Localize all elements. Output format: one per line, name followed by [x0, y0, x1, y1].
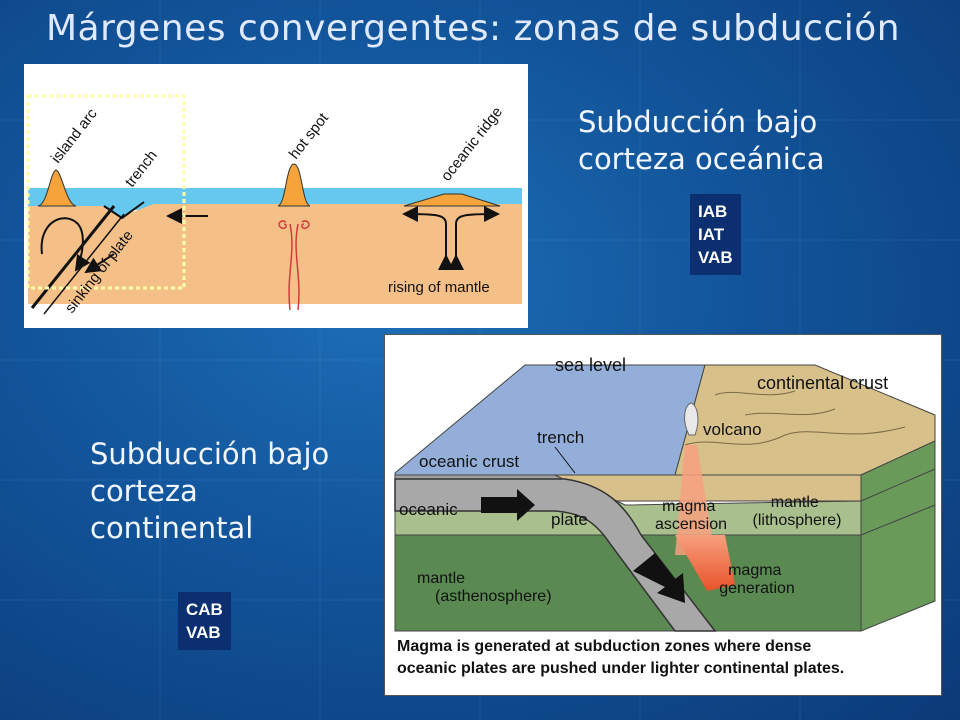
label-trench: trench — [122, 147, 161, 190]
label-volcano: volcano — [703, 420, 762, 439]
label-island-arc: island arc — [48, 105, 101, 166]
label-trench: trench — [537, 428, 584, 447]
subtitle-continental-line-2: corteza — [90, 474, 198, 508]
subtitle-oceanic-line-2: corteza oceánica — [578, 142, 825, 176]
label-oceanic-crust: oceanic crust — [419, 452, 519, 471]
hot-spot-shape — [277, 163, 311, 207]
mantle-plume — [288, 223, 300, 311]
tag-oceanic-item: IAT — [698, 225, 725, 244]
sinking-arrow — [633, 553, 685, 603]
highlight-box — [26, 94, 186, 290]
label-oceanic-ridge: oceanic ridge — [438, 104, 506, 185]
subtitle-oceanic: Subducción bajo corteza oceánica — [578, 104, 825, 178]
block-side-face — [860, 440, 936, 632]
plate-motion-arrow — [481, 489, 535, 521]
tag-continental-item: CAB — [186, 600, 223, 619]
label-oceanic: oceanic — [399, 500, 458, 519]
subducting-plate — [394, 478, 717, 632]
tag-oceanic-item: VAB — [698, 248, 733, 267]
magma-generation-zone — [675, 535, 735, 591]
label-hot-spot: hot spot — [286, 109, 333, 162]
subtitle-continental-line-1: Subducción bajo — [90, 437, 330, 471]
label-plate: plate — [551, 510, 588, 529]
tag-continental-item: VAB — [186, 623, 221, 642]
subtitle-oceanic-line-1: Subducción bajo — [578, 105, 818, 139]
label-mantle-asthenosphere-line: mantle — [417, 570, 465, 587]
subtitle-continental: Subducción bajo corteza continental — [90, 436, 329, 547]
label-magma-generation-line: generation — [719, 580, 795, 597]
tag-oceanic: IAB IAT VAB — [690, 194, 741, 275]
label-magma-ascension: magma ascension — [655, 498, 727, 533]
mantle-layer — [28, 204, 522, 304]
subtitle-continental-line-3: continental — [90, 511, 254, 545]
label-sea-level: sea level — [555, 355, 626, 375]
label-mantle-asthenosphere-line: (asthenosphere) — [435, 588, 552, 605]
label-magma-generation-line: magma — [728, 562, 781, 579]
caption: Magma is generated at subduction zones w… — [397, 638, 844, 677]
tag-oceanic-item: IAB — [698, 202, 728, 221]
label-mantle-asthenosphere: mantle (asthenosphere) — [417, 570, 552, 605]
label-magma-ascension-line: ascension — [655, 516, 727, 533]
island-arc-shape — [37, 169, 77, 207]
caption-line: Magma is generated at subduction zones w… — [397, 638, 811, 655]
magma-ascension-zone — [675, 445, 715, 555]
label-mantle-lithosphere: mantle (lithosphere) — [753, 494, 842, 529]
label-rising-of-mantle: rising of mantle — [388, 279, 490, 296]
label-magma-generation: magma generation — [719, 562, 795, 597]
caption-line: oceanic plates are pushed under lighter … — [397, 660, 844, 677]
slide-title: Márgenes convergentes: zonas de subducci… — [46, 8, 901, 49]
label-continental-crust: continental crust — [757, 373, 888, 393]
oceanic-ridge-shape — [403, 193, 501, 207]
volcano-plume — [684, 402, 699, 436]
tag-continental: CAB VAB — [178, 592, 231, 650]
continental-subduction-diagram: sea level continental crust trench volca… — [384, 334, 942, 696]
oceanic-subduction-diagram: island arc trench hot spot oceanic ridge… — [24, 64, 528, 328]
label-magma-ascension-line: magma — [662, 498, 715, 515]
label-mantle-lithosphere-line: (lithosphere) — [753, 512, 842, 529]
label-mantle-lithosphere-line: mantle — [771, 494, 819, 511]
